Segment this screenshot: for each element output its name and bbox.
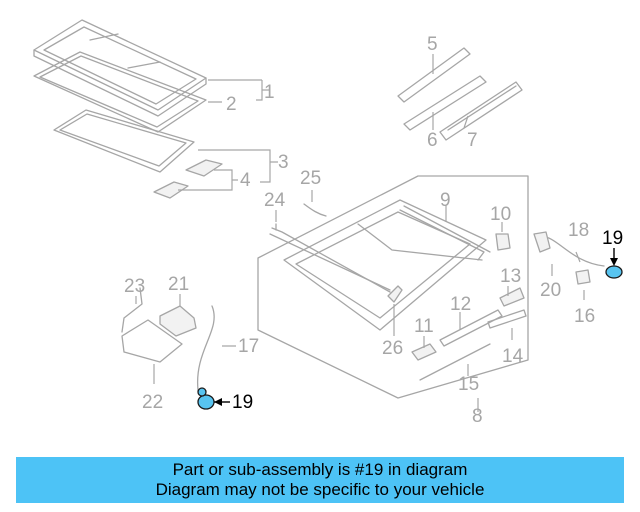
leaders-left-group [178, 79, 278, 191]
callout-24: 24 [264, 190, 286, 211]
highlighted-part-19-left [197, 387, 230, 410]
callout-1: 1 [264, 82, 275, 103]
callout-6: 6 [427, 130, 438, 151]
part-frame [53, 109, 195, 173]
callout-17: 17 [238, 336, 259, 357]
callout-3: 3 [278, 152, 289, 173]
callout-15: 15 [458, 374, 479, 395]
callout-13: 13 [500, 266, 521, 287]
callout-8: 8 [472, 406, 483, 427]
callout-12: 12 [450, 294, 471, 315]
callout-19-left: 19 [232, 392, 253, 413]
callout-19-right: 19 [602, 228, 623, 249]
part-slide-assembly [411, 286, 527, 381]
callout-5: 5 [427, 34, 438, 55]
callout-16: 16 [574, 306, 595, 327]
callout-11: 11 [414, 316, 434, 337]
callout-7: 7 [467, 130, 478, 151]
part-rear-guide [403, 205, 491, 253]
part-deflector [271, 190, 403, 336]
part-motor-assembly [121, 287, 197, 384]
part-weatherstrip [33, 51, 207, 133]
callout-23: 23 [124, 276, 145, 297]
part-drain-hoses [197, 231, 605, 391]
callout-9: 9 [440, 190, 451, 211]
callout-numbers: 1 2 3 4 5 6 7 8 9 10 11 12 13 14 15 16 1… [124, 34, 623, 427]
part-bracket [153, 159, 223, 199]
callout-25: 25 [300, 168, 321, 189]
part-glass-panel [33, 19, 207, 117]
part-clip-10 [495, 222, 511, 251]
part-rails [397, 47, 523, 141]
callout-20: 20 [540, 280, 561, 301]
callout-26: 26 [382, 338, 403, 359]
callout-4: 4 [240, 170, 251, 191]
banner-line-part: Part or sub-assembly is #19 in diagram [172, 460, 468, 479]
callout-22: 22 [142, 392, 163, 413]
callout-14: 14 [502, 346, 524, 367]
info-banner: Part or sub-assembly is #19 in diagram D… [16, 457, 624, 503]
parts-diagram: 1 2 3 4 5 6 7 8 9 10 11 12 13 14 15 16 1… [33, 19, 623, 427]
callout-21: 21 [168, 274, 189, 295]
banner-line-disclaimer: Diagram may not be specific to your vehi… [155, 480, 485, 499]
callout-18: 18 [568, 220, 589, 241]
callout-2: 2 [226, 94, 237, 115]
callout-10: 10 [490, 204, 511, 225]
part-housing [257, 175, 529, 412]
highlighted-part-19-right [605, 248, 623, 279]
